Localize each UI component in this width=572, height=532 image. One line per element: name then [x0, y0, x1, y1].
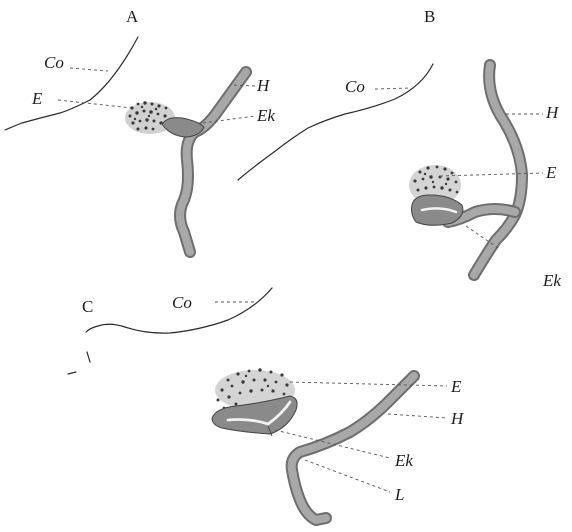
panel-c-leader-e — [290, 382, 447, 386]
panel-a-contour — [5, 37, 138, 130]
panel-a-label-e: E — [31, 89, 43, 108]
panel-b-letter: B — [424, 7, 435, 26]
panel-b-label-e: E — [545, 163, 557, 182]
panel-c-label-ek: Ek — [394, 451, 413, 470]
panel-c-contour-fragment-2 — [68, 372, 76, 374]
panel-c-leader-l — [305, 460, 390, 492]
panel-a-label-co: Co — [44, 53, 64, 72]
panel-a-label-h: H — [256, 76, 271, 95]
panel-a-leader-co — [70, 68, 108, 71]
panel-b-label-h: H — [545, 103, 560, 122]
panel-b-label-co: Co — [345, 77, 365, 96]
panel-c-letter: C — [82, 297, 93, 316]
panel-a-leader-e — [58, 100, 132, 108]
panel-b-label-ek: Ek — [542, 271, 561, 290]
panel-c-leader-h — [388, 414, 447, 418]
panel-a-tube — [162, 72, 246, 252]
panel-b-leader-co — [375, 88, 410, 89]
panel-c-label-h: H — [450, 409, 465, 428]
panel-c-contour-fragment — [87, 352, 90, 362]
panel-c-label-l: L — [394, 485, 404, 504]
panel-c-label-co: Co — [172, 293, 192, 312]
panel-a-letter: A — [126, 7, 139, 26]
panel-a-label-ek: Ek — [256, 106, 275, 125]
panel-c-label-e: E — [450, 377, 462, 396]
panel-c: C Co E H — [68, 288, 465, 520]
panel-b: B Co H E Ek — [238, 7, 561, 290]
panel-a: A Co E H Ek — [5, 7, 275, 252]
